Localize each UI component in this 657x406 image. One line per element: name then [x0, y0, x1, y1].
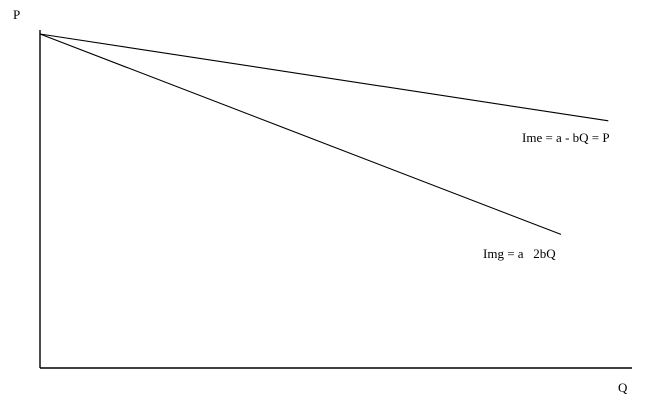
- plot-area: Ime = a - bQ = P Img = a 2bQ P Q: [13, 7, 632, 395]
- series-label-img: Img = a 2bQ: [483, 246, 556, 261]
- series-label-ime: Ime = a - bQ = P: [522, 130, 610, 145]
- y-axis-label: P: [13, 7, 20, 22]
- series-line-ime: [39, 33, 609, 122]
- series-line-img: [39, 33, 562, 235]
- x-axis-label: Q: [618, 380, 628, 395]
